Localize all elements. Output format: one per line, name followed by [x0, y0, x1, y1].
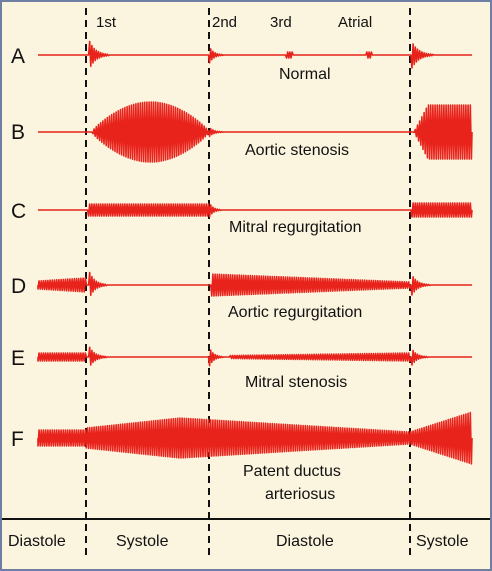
phase-systole-1: Systole [116, 533, 169, 550]
trace-normal [38, 40, 473, 69]
row-label-c: Mitral regurgitation [229, 219, 362, 236]
row-letter-a: A [11, 45, 25, 68]
phase-systole-2: Systole [416, 533, 469, 550]
waveform-traces [37, 40, 473, 465]
label-atrial-sound: Atrial [338, 14, 372, 31]
row-label-d: Aortic regurgitation [228, 304, 362, 321]
row-label-f-line2: arteriosus [265, 486, 335, 503]
trace-mitral-regurgitation [38, 202, 473, 218]
phase-diastole-1: Diastole [8, 533, 66, 550]
phase-diastole-2: Diastole [276, 533, 334, 550]
trace-aortic-stenosis [38, 101, 473, 163]
trace-patent-ductus [37, 411, 473, 465]
trace-aortic-regurgitation [37, 271, 473, 297]
label-second-sound: 2nd [212, 14, 237, 31]
row-letter-f: F [11, 428, 24, 451]
row-label-f-line1: Patent ductus [243, 463, 341, 480]
row-label-e: Mitral stenosis [245, 374, 347, 391]
trace-mitral-stenosis [37, 346, 473, 367]
label-third-sound: 3rd [270, 14, 292, 31]
row-letter-b: B [11, 121, 25, 144]
row-letter-d: D [11, 275, 26, 298]
row-label-b: Aortic stenosis [245, 142, 349, 159]
label-first-sound: 1st [96, 14, 117, 31]
row-letter-e: E [11, 347, 25, 370]
row-letter-c: C [11, 200, 26, 223]
row-label-a: Normal [279, 66, 331, 83]
